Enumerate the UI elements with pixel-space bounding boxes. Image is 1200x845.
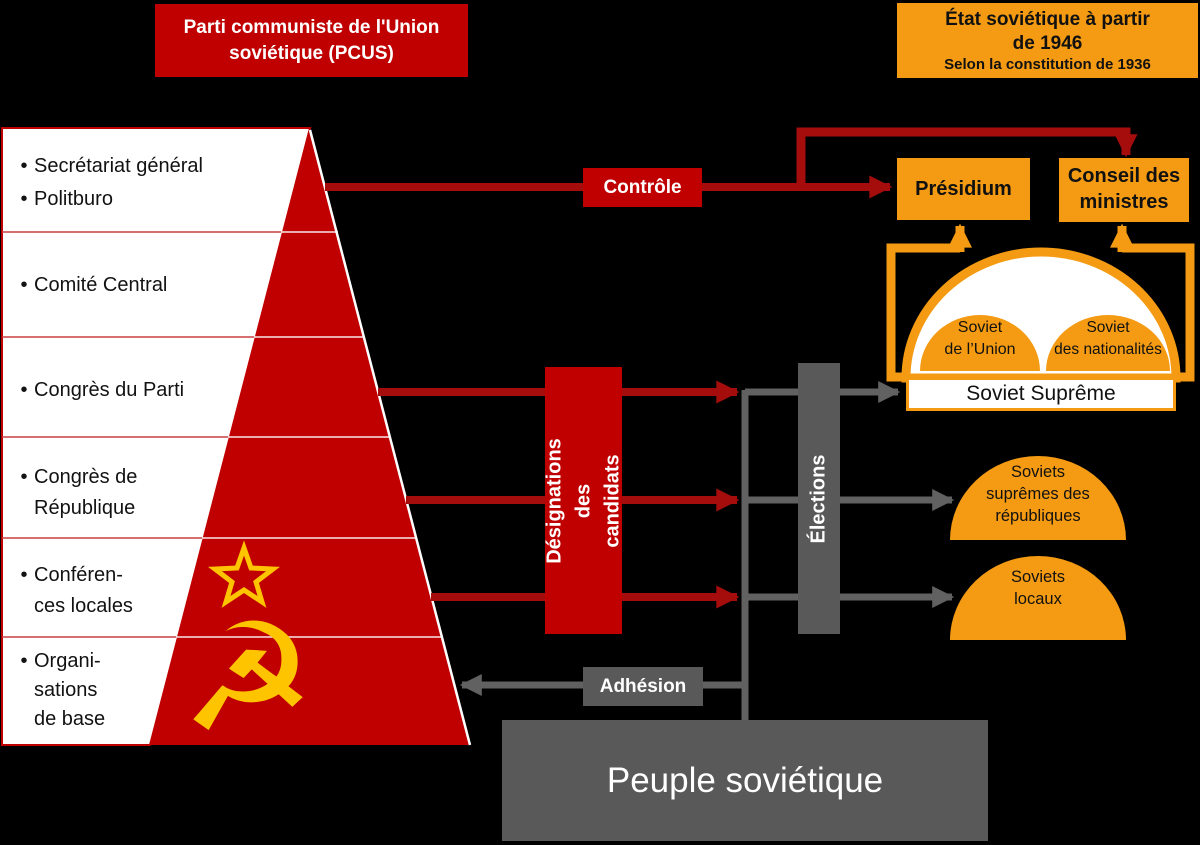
level-label: Organi- sations de base bbox=[34, 650, 106, 730]
state-title-box: État soviétique à partir de 1946 Selon l… bbox=[897, 3, 1198, 78]
elections-bar: Élections bbox=[798, 363, 840, 634]
list-item: • Organi- sations de base bbox=[14, 647, 304, 734]
soviet-supreme-dome bbox=[901, 247, 1181, 383]
soviets-republiques-label: Soviets suprêmes des républiques bbox=[986, 463, 1090, 525]
bullet-icon: • bbox=[20, 466, 28, 488]
soviet-nationalites-dome bbox=[1046, 315, 1170, 371]
level-secretariat-politburo: • Secrétariat général • Politburo bbox=[14, 150, 304, 216]
level-organisations-base: • Organi- sations de base bbox=[14, 647, 304, 734]
bullet-icon: • bbox=[20, 650, 28, 672]
designations-label: Désignations des candidats bbox=[543, 437, 623, 564]
bullet-icon: • bbox=[20, 379, 28, 401]
party-title-box: Parti communiste de l'Union soviétique (… bbox=[155, 4, 468, 77]
adhesion-label: Adhésion bbox=[583, 667, 703, 706]
level-label: Congrès du Parti bbox=[34, 379, 185, 401]
soviet-nationalites-label: Soviet des nationalités bbox=[1054, 319, 1162, 359]
hammer-sickle-icon: ☭ bbox=[181, 592, 315, 766]
level-label: Politburo bbox=[34, 188, 113, 210]
controle-label: Contrôle bbox=[583, 168, 702, 207]
soviet-supreme-box: Soviet Suprême bbox=[906, 377, 1176, 411]
list-item: • Comité Central bbox=[14, 270, 304, 301]
level-comite-central: • Comité Central bbox=[14, 270, 304, 301]
peuple-sovietique-box: Peuple soviétique bbox=[502, 720, 988, 841]
soviets-locaux-label: Soviets locaux bbox=[1010, 568, 1066, 608]
list-item: • Conféren- ces locales bbox=[14, 560, 304, 622]
supreme-to-executive-connectors bbox=[886, 223, 1195, 382]
level-label: Comité Central bbox=[34, 274, 168, 296]
bullet-icon: • bbox=[20, 274, 28, 296]
level-label: Congrès de République bbox=[34, 466, 138, 519]
designations-candidats-bar: Désignations des candidats bbox=[543, 367, 623, 634]
soviets-locaux-dome bbox=[950, 556, 1126, 640]
soviet-union-label: Soviet de l’Union bbox=[944, 319, 1016, 359]
list-item: • Congrès du Parti bbox=[14, 375, 304, 406]
elections-label: Élections bbox=[807, 454, 830, 543]
presidium-box: Présidium bbox=[897, 158, 1030, 220]
list-item: • Politburo bbox=[14, 183, 304, 216]
level-conferences-locales: • Conféren- ces locales bbox=[14, 560, 304, 622]
soviet-star-icon bbox=[208, 540, 280, 608]
bullet-icon: • bbox=[20, 155, 28, 177]
level-congres-parti: • Congrès du Parti bbox=[14, 375, 304, 406]
state-title: État soviétique à partir de 1946 bbox=[945, 9, 1150, 54]
level-congres-republique: • Congrès de République bbox=[14, 462, 304, 524]
election-lines bbox=[459, 381, 955, 722]
soviets-republiques-dome bbox=[950, 456, 1126, 540]
list-item: • Secrétariat général bbox=[14, 150, 304, 183]
state-subtitle: Selon la constitution de 1936 bbox=[944, 55, 1151, 73]
conseil-ministres-box: Conseil des ministres bbox=[1059, 158, 1189, 222]
soviet-union-dome bbox=[920, 315, 1040, 371]
level-label: Secrétariat général bbox=[34, 155, 203, 177]
bullet-icon: • bbox=[20, 564, 28, 586]
list-item: • Congrès de République bbox=[14, 462, 304, 524]
level-label: Conféren- ces locales bbox=[34, 564, 133, 617]
bullet-icon: • bbox=[20, 188, 28, 210]
